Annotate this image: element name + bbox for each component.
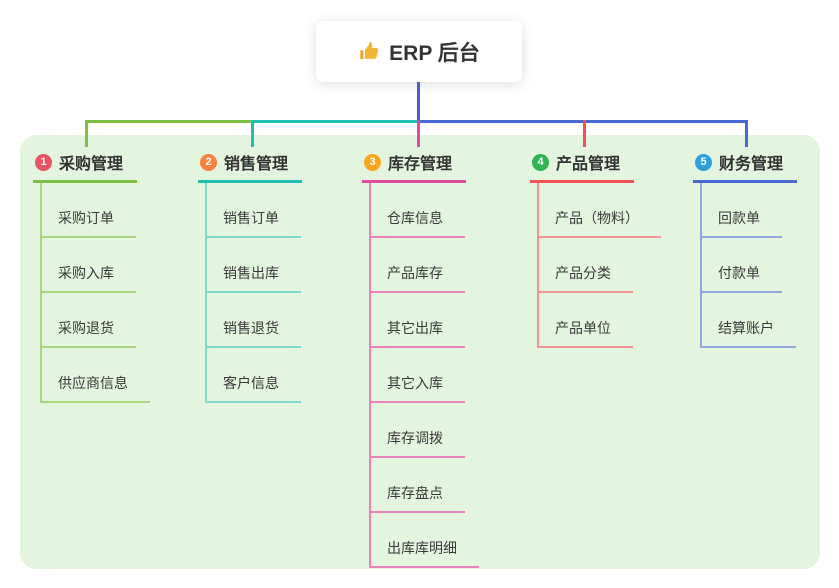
- child-node[interactable]: 其它出库: [371, 293, 465, 348]
- branch-column: 5 财务管理回款单付款单结算账户: [693, 148, 798, 348]
- child-node[interactable]: 出库库明细: [371, 513, 479, 568]
- child-node[interactable]: 销售订单: [207, 183, 301, 238]
- branch-drop-line: [417, 120, 420, 147]
- branch-children: 回款单付款单结算账户: [700, 183, 797, 348]
- branch-label: 库存管理: [388, 156, 453, 173]
- branch-header[interactable]: 1 采购管理: [33, 148, 138, 183]
- branch-number-badge: 5: [695, 153, 712, 171]
- child-node[interactable]: 采购订单: [42, 183, 136, 238]
- branch-number-badge: 4: [532, 153, 549, 171]
- child-node[interactable]: 采购退货: [42, 293, 136, 348]
- child-node[interactable]: 库存盘点: [371, 458, 465, 513]
- branch-header[interactable]: 4 产品管理: [530, 148, 635, 183]
- branch-column: 2 销售管理销售订单销售出库销售退货客户信息: [198, 148, 303, 403]
- child-node[interactable]: 供应商信息: [42, 348, 150, 403]
- child-node[interactable]: 仓库信息: [371, 183, 465, 238]
- branch-header[interactable]: 5 财务管理: [693, 148, 798, 183]
- thumbs-up-icon: [358, 41, 380, 63]
- child-node[interactable]: 库存调拨: [371, 403, 465, 458]
- branch-header[interactable]: 2 销售管理: [198, 148, 303, 183]
- child-node[interactable]: 结算账户: [702, 293, 796, 348]
- horizontal-connector-line: [85, 120, 254, 123]
- branch-label: 采购管理: [59, 156, 124, 173]
- root-connector-line: [417, 82, 420, 123]
- child-node[interactable]: 产品（物料）: [539, 183, 661, 238]
- child-node[interactable]: 其它入库: [371, 348, 465, 403]
- branch-column: 3 库存管理仓库信息产品库存其它出库其它入库库存调拨库存盘点出库库明细: [362, 148, 479, 568]
- branch-drop-line: [583, 120, 586, 147]
- horizontal-connector-line: [251, 120, 420, 123]
- root-node[interactable]: ERP 后台: [316, 21, 522, 82]
- branch-column: 4 产品管理产品（物料）产品分类产品单位: [530, 148, 661, 348]
- branch-label: 销售管理: [224, 156, 289, 173]
- branch-number-badge: 2: [200, 153, 217, 171]
- branch-children: 产品（物料）产品分类产品单位: [537, 183, 661, 348]
- child-node[interactable]: 产品单位: [539, 293, 633, 348]
- child-node[interactable]: 销售出库: [207, 238, 301, 293]
- child-node[interactable]: 产品分类: [539, 238, 633, 293]
- branch-drop-line: [251, 120, 254, 147]
- child-node[interactable]: 销售退货: [207, 293, 301, 348]
- root-title: ERP 后台: [389, 41, 480, 65]
- child-node[interactable]: 采购入库: [42, 238, 136, 293]
- child-node[interactable]: 付款单: [702, 238, 782, 293]
- branch-number-badge: 3: [364, 153, 381, 171]
- branches-panel: [20, 135, 820, 569]
- branch-children: 采购订单采购入库采购退货供应商信息: [40, 183, 150, 403]
- horizontal-connector-line: [417, 120, 748, 123]
- branch-header[interactable]: 3 库存管理: [362, 148, 467, 183]
- child-node[interactable]: 回款单: [702, 183, 782, 238]
- branch-label: 产品管理: [556, 156, 621, 173]
- child-node[interactable]: 产品库存: [371, 238, 465, 293]
- branch-children: 仓库信息产品库存其它出库其它入库库存调拨库存盘点出库库明细: [369, 183, 479, 568]
- branch-drop-line: [85, 120, 88, 147]
- branch-children: 销售订单销售出库销售退货客户信息: [205, 183, 302, 403]
- branch-drop-line: [745, 120, 748, 147]
- child-node[interactable]: 客户信息: [207, 348, 301, 403]
- branch-column: 1 采购管理采购订单采购入库采购退货供应商信息: [33, 148, 150, 403]
- branch-number-badge: 1: [35, 153, 52, 171]
- branch-label: 财务管理: [719, 156, 784, 173]
